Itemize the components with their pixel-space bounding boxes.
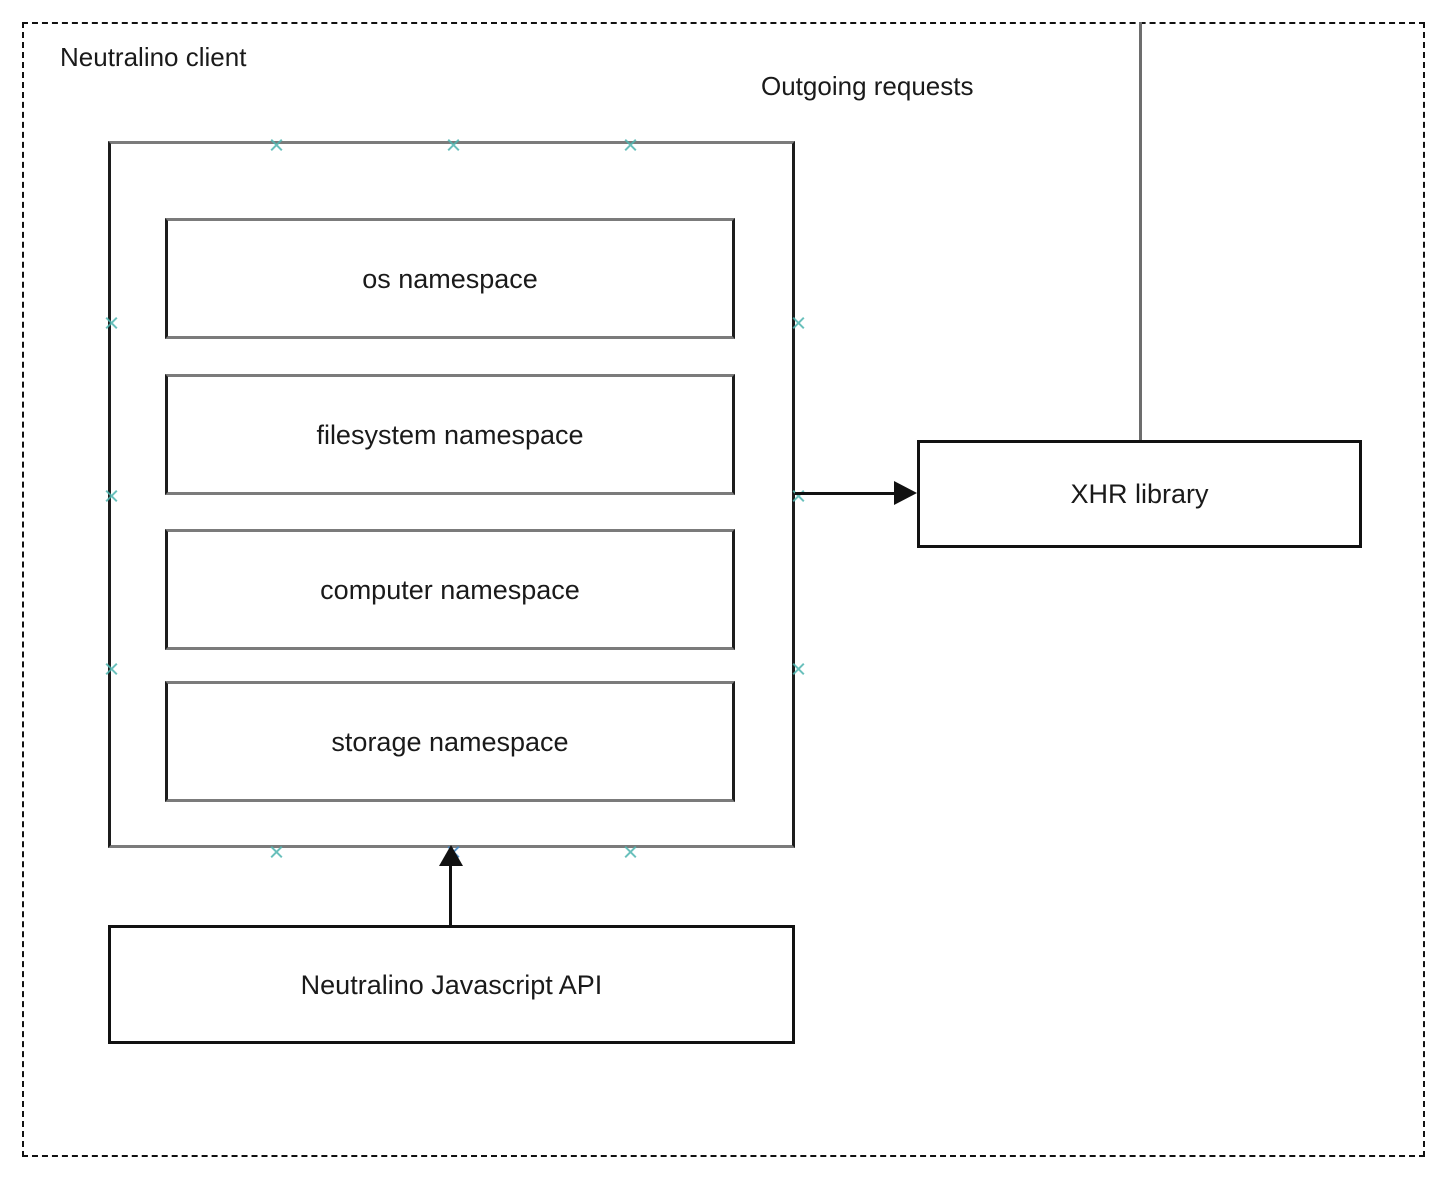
connection-handle-bottom-left-icon[interactable] [269, 844, 284, 859]
connection-handle-top-center-icon[interactable] [446, 137, 461, 152]
connection-handle-top-right-icon[interactable] [623, 137, 638, 152]
arrow-client-to-xhr-shaft [795, 492, 899, 495]
outer-dashed-boundary [22, 22, 1425, 1157]
connection-handle-right-lower-icon[interactable] [791, 661, 806, 676]
filesystem-namespace-label: filesystem namespace [316, 419, 584, 450]
os-namespace-box[interactable]: os namespace [165, 218, 735, 339]
connection-handle-left-mid-icon[interactable] [104, 488, 119, 503]
connection-handle-left-lower-icon[interactable] [104, 661, 119, 676]
storage-namespace-box[interactable]: storage namespace [165, 681, 735, 802]
connector-top-to-xhr-library [1139, 22, 1142, 440]
neutralino-javascript-api-box[interactable]: Neutralino Javascript API [108, 925, 795, 1044]
os-namespace-label: os namespace [362, 263, 538, 294]
outgoing-requests-label: Outgoing requests [761, 71, 974, 101]
storage-namespace-label: storage namespace [331, 726, 569, 757]
arrow-client-to-xhr-head-icon [894, 481, 917, 505]
filesystem-namespace-box[interactable]: filesystem namespace [165, 374, 735, 495]
connection-handle-bottom-right-icon[interactable] [623, 844, 638, 859]
connection-handle-top-left-icon[interactable] [269, 137, 284, 152]
connection-handle-left-upper-icon[interactable] [104, 315, 119, 330]
xhr-library-box[interactable]: XHR library [917, 440, 1362, 548]
neutralino-client-label: Neutralino client [60, 42, 247, 72]
computer-namespace-box[interactable]: computer namespace [165, 529, 735, 650]
arrow-jsapi-to-client-head-icon [439, 845, 463, 866]
connection-handle-right-mid-icon[interactable] [791, 488, 806, 503]
connection-handle-right-upper-icon[interactable] [791, 315, 806, 330]
arrow-jsapi-to-client-shaft [449, 860, 452, 925]
xhr-library-label: XHR library [1070, 479, 1209, 509]
computer-namespace-label: computer namespace [320, 574, 580, 605]
neutralino-javascript-api-label: Neutralino Javascript API [300, 969, 603, 1000]
